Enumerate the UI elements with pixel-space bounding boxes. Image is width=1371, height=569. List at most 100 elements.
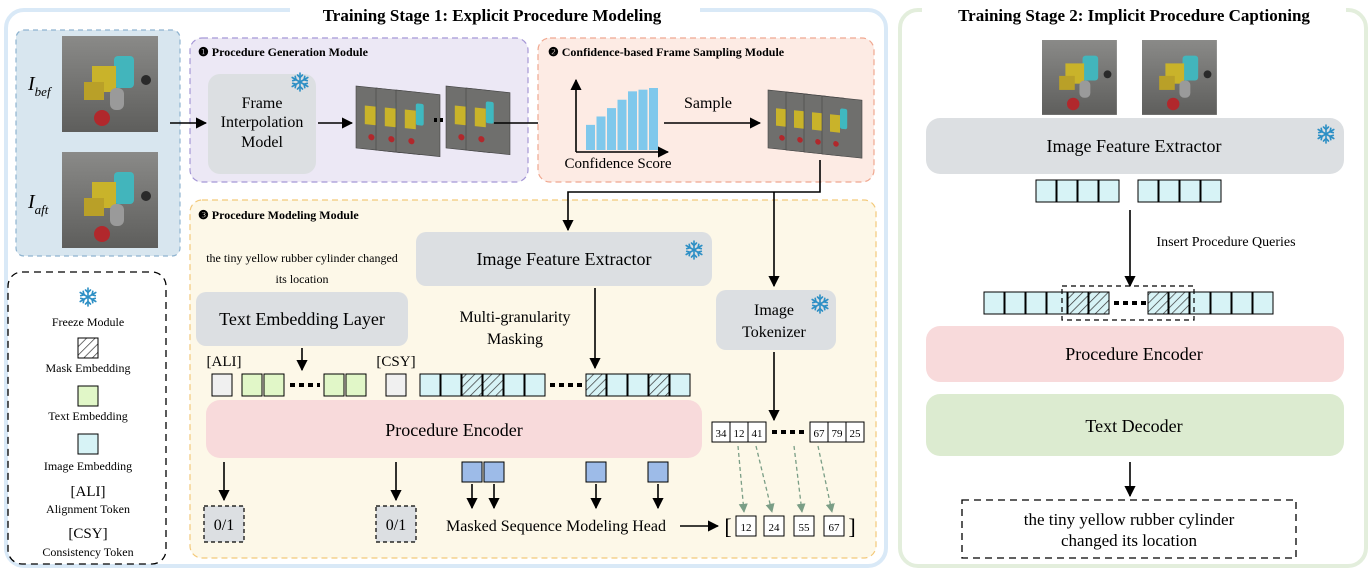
- fim-line2: Interpolation: [221, 114, 304, 131]
- image-embedding-cell: [1179, 179, 1201, 203]
- image-embedding-cell: [1077, 179, 1099, 203]
- confidence-bar: [649, 88, 658, 150]
- stage2-panel: [898, 8, 1368, 568]
- stage2-title: Training Stage 2: Implicit Procedure Cap…: [958, 6, 1310, 25]
- legend-text-label: Text Embedding: [48, 409, 127, 423]
- insert-queries-label: Insert Procedure Queries: [1156, 235, 1295, 250]
- confidence-bar: [607, 108, 616, 150]
- text-decoder-label: Text Decoder: [1085, 416, 1182, 436]
- csy-output-label: 0/1: [386, 517, 406, 534]
- input-caption-line2: its location: [276, 272, 329, 286]
- confidence-chart: Confidence Score: [564, 78, 672, 172]
- ife-s2-label: Image Feature Extractor: [1047, 136, 1222, 156]
- predicted-id-box: [823, 515, 845, 537]
- legend-ali: [ALI]: [71, 484, 106, 500]
- frame-thumbnail: [395, 89, 441, 157]
- fim-line3: Model: [241, 134, 283, 151]
- stage2-image-before: [1042, 40, 1117, 115]
- confidence-bar: [586, 124, 595, 150]
- input-caption-line1: the tiny yellow rubber cylinder changed: [206, 251, 398, 265]
- csy-token-cell: [385, 373, 407, 397]
- frame-interpolation-model: [208, 74, 316, 174]
- token-id-text: 79: [832, 428, 844, 440]
- image-embedding-cell: [1046, 291, 1068, 315]
- frame-thumbnail: [821, 95, 863, 159]
- head-token: [483, 461, 505, 483]
- ife-s1-label: Image Feature Extractor: [477, 249, 652, 269]
- predicted-ids: 12 24 55 67: [735, 515, 845, 537]
- text-embedding-layer: [196, 292, 408, 346]
- interpolated-frames: [355, 85, 511, 157]
- confidence-bar: [638, 89, 648, 150]
- procedure-query-cell: [1067, 291, 1089, 315]
- arrow-frames-to-extractor: [562, 160, 821, 232]
- label-i-before: Ibef: [27, 73, 53, 99]
- head-token: [585, 461, 607, 483]
- tokenizer-line2: Tokenizer: [742, 324, 806, 341]
- legend-image-swatch: [77, 433, 99, 455]
- token-id-text: 25: [850, 428, 862, 440]
- bracket-close: ]: [848, 514, 855, 539]
- confidence-bar: [628, 91, 637, 150]
- stage2-image-after: [1142, 40, 1217, 115]
- procedure-query-cell: [1168, 291, 1190, 315]
- stage1-title: Training Stage 1: Explicit Procedure Mod…: [323, 6, 662, 25]
- target-link-arrow: [755, 445, 775, 513]
- predicted-id-box: [793, 515, 815, 537]
- procedure-query-cell: [1147, 291, 1169, 315]
- csy-output-box: [375, 505, 417, 543]
- mask-embedding-cell: [482, 373, 504, 397]
- token-id-box: [747, 421, 767, 443]
- image-feature-extractor-s1: [416, 232, 712, 286]
- image-embedding-cell: [1056, 179, 1078, 203]
- image-embedding-cell: [1252, 291, 1274, 315]
- label-i-after: Iaft: [27, 191, 49, 217]
- legend-csy-desc: Consistency Token: [42, 545, 133, 559]
- image-embedding-cell: [1098, 179, 1120, 203]
- image-embedding-cell: [1025, 291, 1047, 315]
- legend-mask-swatch: [77, 337, 99, 359]
- legend-freeze-label: Freeze Module: [52, 315, 124, 329]
- image-embedding-cell: [1137, 179, 1159, 203]
- token-id-box: [845, 421, 865, 443]
- predicted-id-text: 55: [799, 522, 811, 534]
- image-embedding-cell: [440, 373, 462, 397]
- predicted-id-text: 12: [741, 522, 752, 534]
- legend-csy: [CSY]: [68, 526, 107, 542]
- legend-text-swatch: [77, 385, 99, 407]
- procedure-encoder-s1: [206, 400, 702, 458]
- image-embedding-cell: [1158, 179, 1180, 203]
- text-decoder: [926, 394, 1344, 456]
- predicted-id-text: 67: [829, 522, 841, 534]
- procedure-query-cell: [1088, 291, 1110, 315]
- confidence-bar: [596, 116, 606, 150]
- predicted-id-box: [763, 515, 785, 537]
- head-token: [647, 461, 669, 483]
- image-before: [62, 36, 158, 132]
- text-embedding-cell: [241, 373, 263, 397]
- ali-token-label: [ALI]: [207, 354, 242, 370]
- target-link-arrow: [817, 445, 835, 513]
- token-id-text: 34: [716, 428, 728, 440]
- csy-token-label: [CSY]: [376, 354, 415, 370]
- image-embedding-cell: [1200, 179, 1222, 203]
- predicted-id-text: 24: [769, 522, 781, 534]
- legend-mask-label: Mask Embedding: [46, 361, 131, 375]
- pe-s1-label: Procedure Encoder: [385, 420, 522, 440]
- image-feature-extractor-s2: [926, 118, 1344, 174]
- image-embedding-cell: [669, 373, 691, 397]
- stage2-query-sequence: [983, 285, 1274, 321]
- legend-image-label: Image Embedding: [44, 459, 132, 473]
- query-highlight-box: [1061, 285, 1195, 321]
- stage2-image-features: [1035, 179, 1222, 203]
- image-embedding-cell: [1035, 179, 1057, 203]
- predicted-id-box: [735, 515, 757, 537]
- fim-line1: Frame: [242, 95, 283, 112]
- pe-s2-label: Procedure Encoder: [1065, 344, 1202, 364]
- input-token-sequence: [211, 373, 691, 397]
- output-caption-line1: the tiny yellow rubber cylinder: [1024, 510, 1235, 529]
- token-id-text: 41: [752, 428, 763, 440]
- tel-label: Text Embedding Layer: [219, 309, 385, 329]
